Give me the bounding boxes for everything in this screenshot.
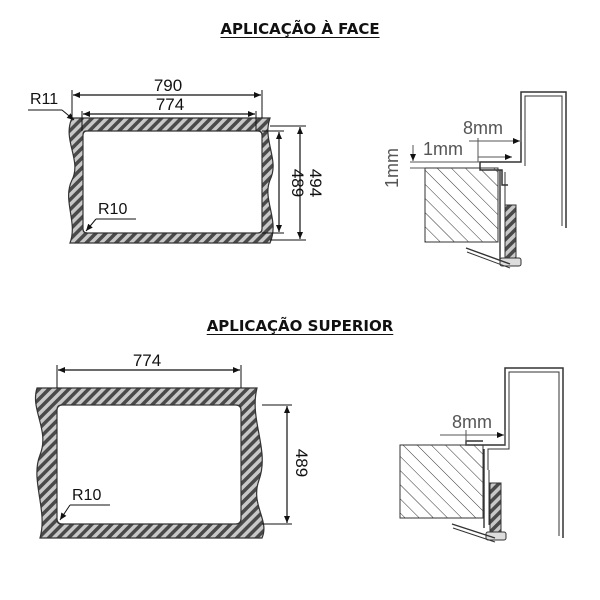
face-plan-view: 790 774 R11 R10 489 494 [28,76,325,244]
title-superior: APLICAÇÃO SUPERIOR [206,317,394,335]
face-frame [68,117,274,244]
face-section-view: 8mm 1mm 1mm [382,91,567,269]
dim-face-gap-a: 8mm [463,118,503,138]
title-face: APLICAÇÃO À FACE [220,20,380,38]
dim-face-inner-width: 774 [156,95,184,114]
superior-plan-view: 774 489 R10 [34,351,311,539]
superior-section-view: 8mm [399,367,564,543]
dim-superior-width: 774 [133,351,161,370]
dim-face-inner-radius: R10 [98,201,127,218]
dim-face-gap-b: 1mm [423,139,463,159]
superior-frame [34,387,265,539]
dim-face-outer-radius: R11 [30,91,58,108]
dim-face-gap-c: 1mm [382,148,402,188]
dim-superior-radius: R10 [72,487,101,504]
dim-face-outer-height: 494 [306,169,325,197]
dim-superior-height: 489 [292,449,311,477]
dim-superior-gap: 8mm [452,412,492,432]
dim-face-inner-height: 489 [288,169,307,197]
dim-face-outer-width: 790 [154,76,182,95]
